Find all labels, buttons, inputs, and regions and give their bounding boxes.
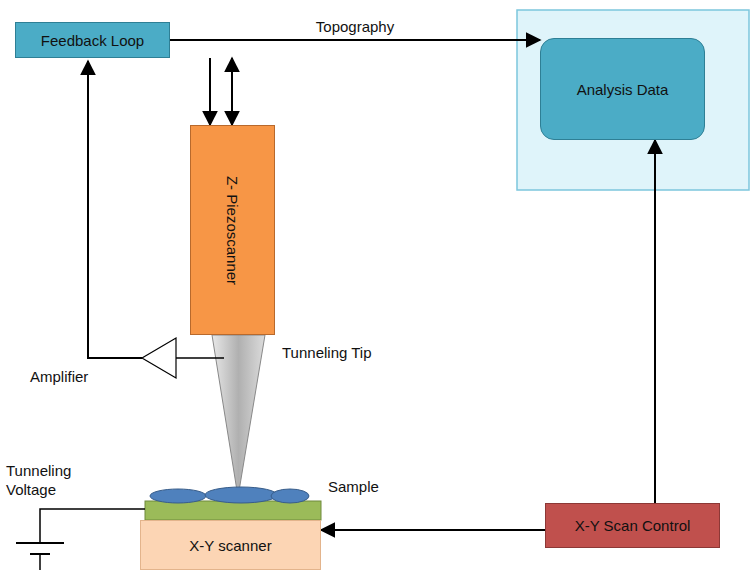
node-text: Z- Piezoscanner: [224, 175, 241, 284]
scan-control: X-Y Scan Control: [545, 503, 720, 548]
tunneling-tip: [212, 335, 265, 497]
edge-label: Topography: [316, 18, 394, 37]
connector-arrow: [321, 529, 545, 531]
part-label: Tunneling Tip: [282, 344, 372, 363]
voltage-wire: [40, 509, 145, 543]
piezo-scanner: Z- Piezoscanner: [190, 125, 275, 335]
connector-arrow: [654, 140, 656, 503]
node-text: X-Y scanner: [189, 537, 271, 554]
feedback-box: Feedback Loop: [15, 22, 170, 58]
node-text: Analysis Data: [577, 81, 669, 98]
connector-arrow: [209, 58, 211, 125]
analysis-box: Analysis Data: [540, 38, 705, 140]
sample-particle: [205, 487, 277, 503]
connector-arrow: [170, 39, 540, 41]
amplifier-wire: [176, 357, 224, 359]
part-label: Tunneling Voltage: [6, 462, 86, 500]
node-text: Feedback Loop: [41, 32, 144, 49]
analysis-panel: [517, 10, 749, 190]
sample-particle: [271, 489, 309, 503]
battery-wire: [39, 554, 41, 570]
sample-substrate: [145, 501, 321, 520]
connector-arrow: [231, 58, 233, 125]
part-label: Sample: [328, 478, 379, 497]
part-label: Amplifier: [30, 368, 88, 387]
battery-plate: [16, 542, 64, 544]
xy-scanner: X-Y scanner: [140, 520, 321, 570]
node-text: X-Y Scan Control: [575, 517, 691, 534]
feedback-wire: [88, 61, 142, 358]
amplifier-symbol: [142, 338, 176, 378]
sample-particle: [150, 489, 206, 503]
